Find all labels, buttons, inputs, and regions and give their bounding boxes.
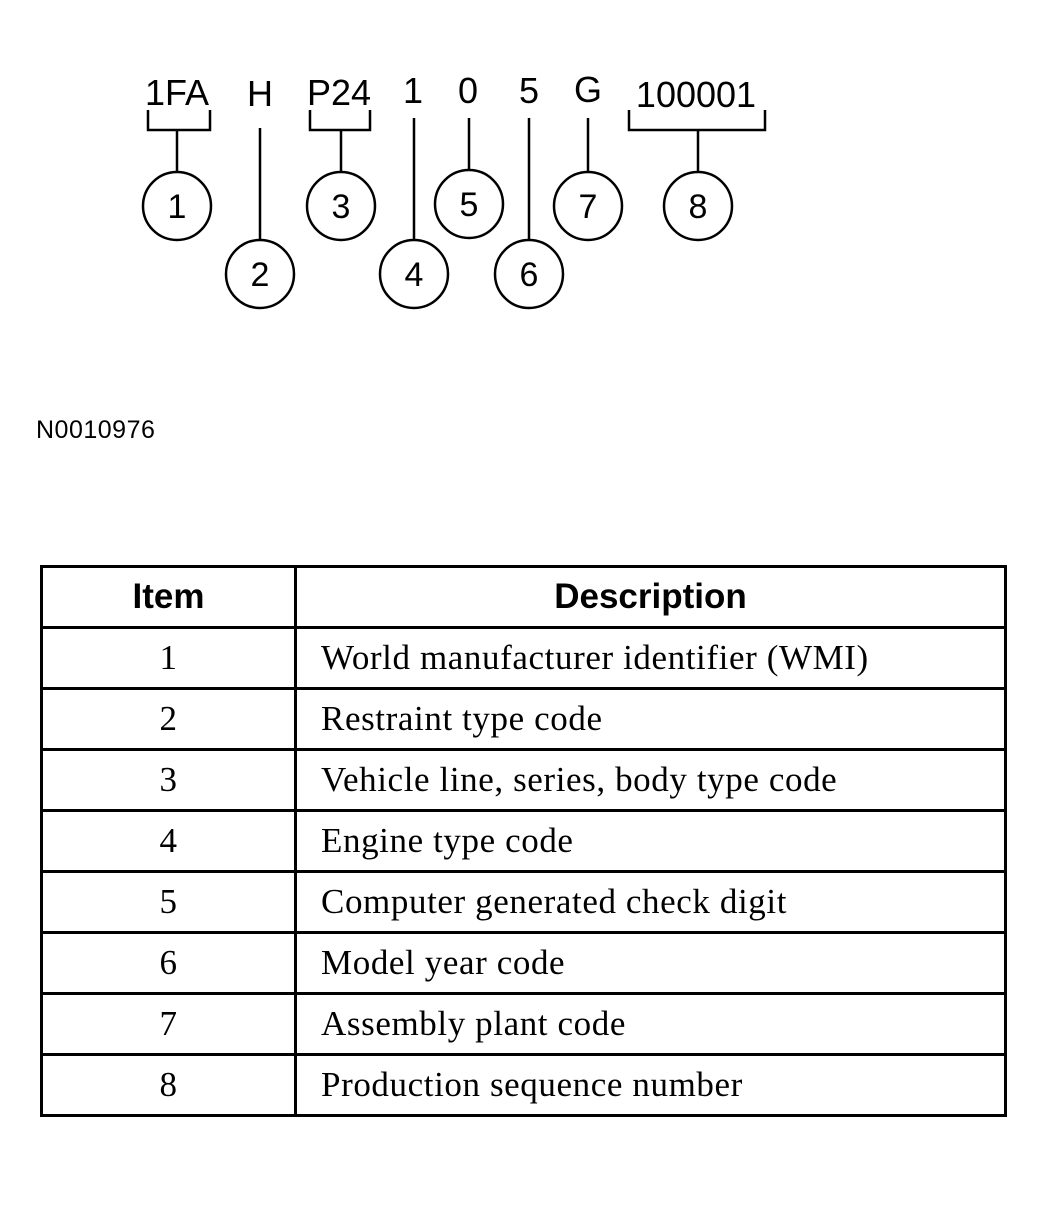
item-cell: 5 [40, 870, 297, 934]
callout-circle-3 [305, 170, 377, 242]
item-cell: 4 [40, 809, 297, 873]
vin-segment-vehicle-line: P24 [307, 72, 371, 113]
item-cell: 3 [40, 748, 297, 812]
column-header-description: Description [294, 565, 1007, 629]
item-cell: 8 [40, 1053, 297, 1117]
description-cell: Assembly plant code [294, 992, 1007, 1056]
vin-segment-engine: 1 [403, 70, 423, 111]
callout-number-2: 2 [251, 256, 270, 294]
description-cell: World manufacturer identifier (WMI) [294, 626, 1007, 690]
vin-segment-plant: G [574, 69, 602, 110]
figure-code: N0010976 [36, 416, 156, 444]
description-cell: Engine type code [294, 809, 1007, 873]
callout-number-3: 3 [332, 188, 351, 226]
callout-circle-1 [141, 170, 213, 242]
description-cell: Model year code [294, 931, 1007, 995]
callout-circle-8 [662, 170, 734, 242]
description-cell: Restraint type code [294, 687, 1007, 751]
table-row: 2 Restraint type code [40, 687, 1007, 751]
description-cell: Vehicle line, series, body type code [294, 748, 1007, 812]
item-cell: 1 [40, 626, 297, 690]
legend-table: Item Description 1 World manufacturer id… [40, 565, 1007, 1117]
vin-segment-check-digit: 0 [458, 70, 478, 111]
vin-segment-sequence: 100001 [636, 74, 756, 115]
callout-circle-6 [493, 238, 565, 310]
vin-segment-wmi: 1FA [145, 72, 209, 113]
table-row: 7 Assembly plant code [40, 992, 1007, 1056]
table-header-row: Item Description [40, 565, 1007, 629]
table-row: 6 Model year code [40, 931, 1007, 995]
bracket-wmi [146, 110, 212, 132]
table-row: 4 Engine type code [40, 809, 1007, 873]
column-header-item: Item [40, 565, 297, 629]
callout-number-4: 4 [405, 256, 424, 294]
bracket-vehicle-line [308, 110, 372, 132]
item-cell: 2 [40, 687, 297, 751]
callout-number-6: 6 [520, 256, 539, 294]
callout-circle-7 [552, 170, 624, 242]
callout-circle-2 [224, 238, 296, 310]
callout-number-1: 1 [168, 188, 187, 226]
table-row: 8 Production sequence number [40, 1053, 1007, 1117]
item-cell: 6 [40, 931, 297, 995]
callout-circle-4 [378, 238, 450, 310]
vin-diagram: 1FA H P24 1 0 5 G 100001 1 2 3 4 5 6 7 8 [141, 69, 767, 310]
description-cell: Production sequence number [294, 1053, 1007, 1117]
table-row: 3 Vehicle line, series, body type code [40, 748, 1007, 812]
callout-number-5: 5 [460, 186, 479, 224]
callout-circle-5 [433, 168, 505, 240]
item-cell: 7 [40, 992, 297, 1056]
table-row: 5 Computer generated check digit [40, 870, 1007, 934]
vin-segment-restraint: H [247, 73, 273, 114]
vin-segment-model-year: 5 [519, 70, 539, 111]
table-row: 1 World manufacturer identifier (WMI) [40, 626, 1007, 690]
callout-number-8: 8 [689, 188, 708, 226]
description-cell: Computer generated check digit [294, 870, 1007, 934]
callout-number-7: 7 [579, 188, 598, 226]
